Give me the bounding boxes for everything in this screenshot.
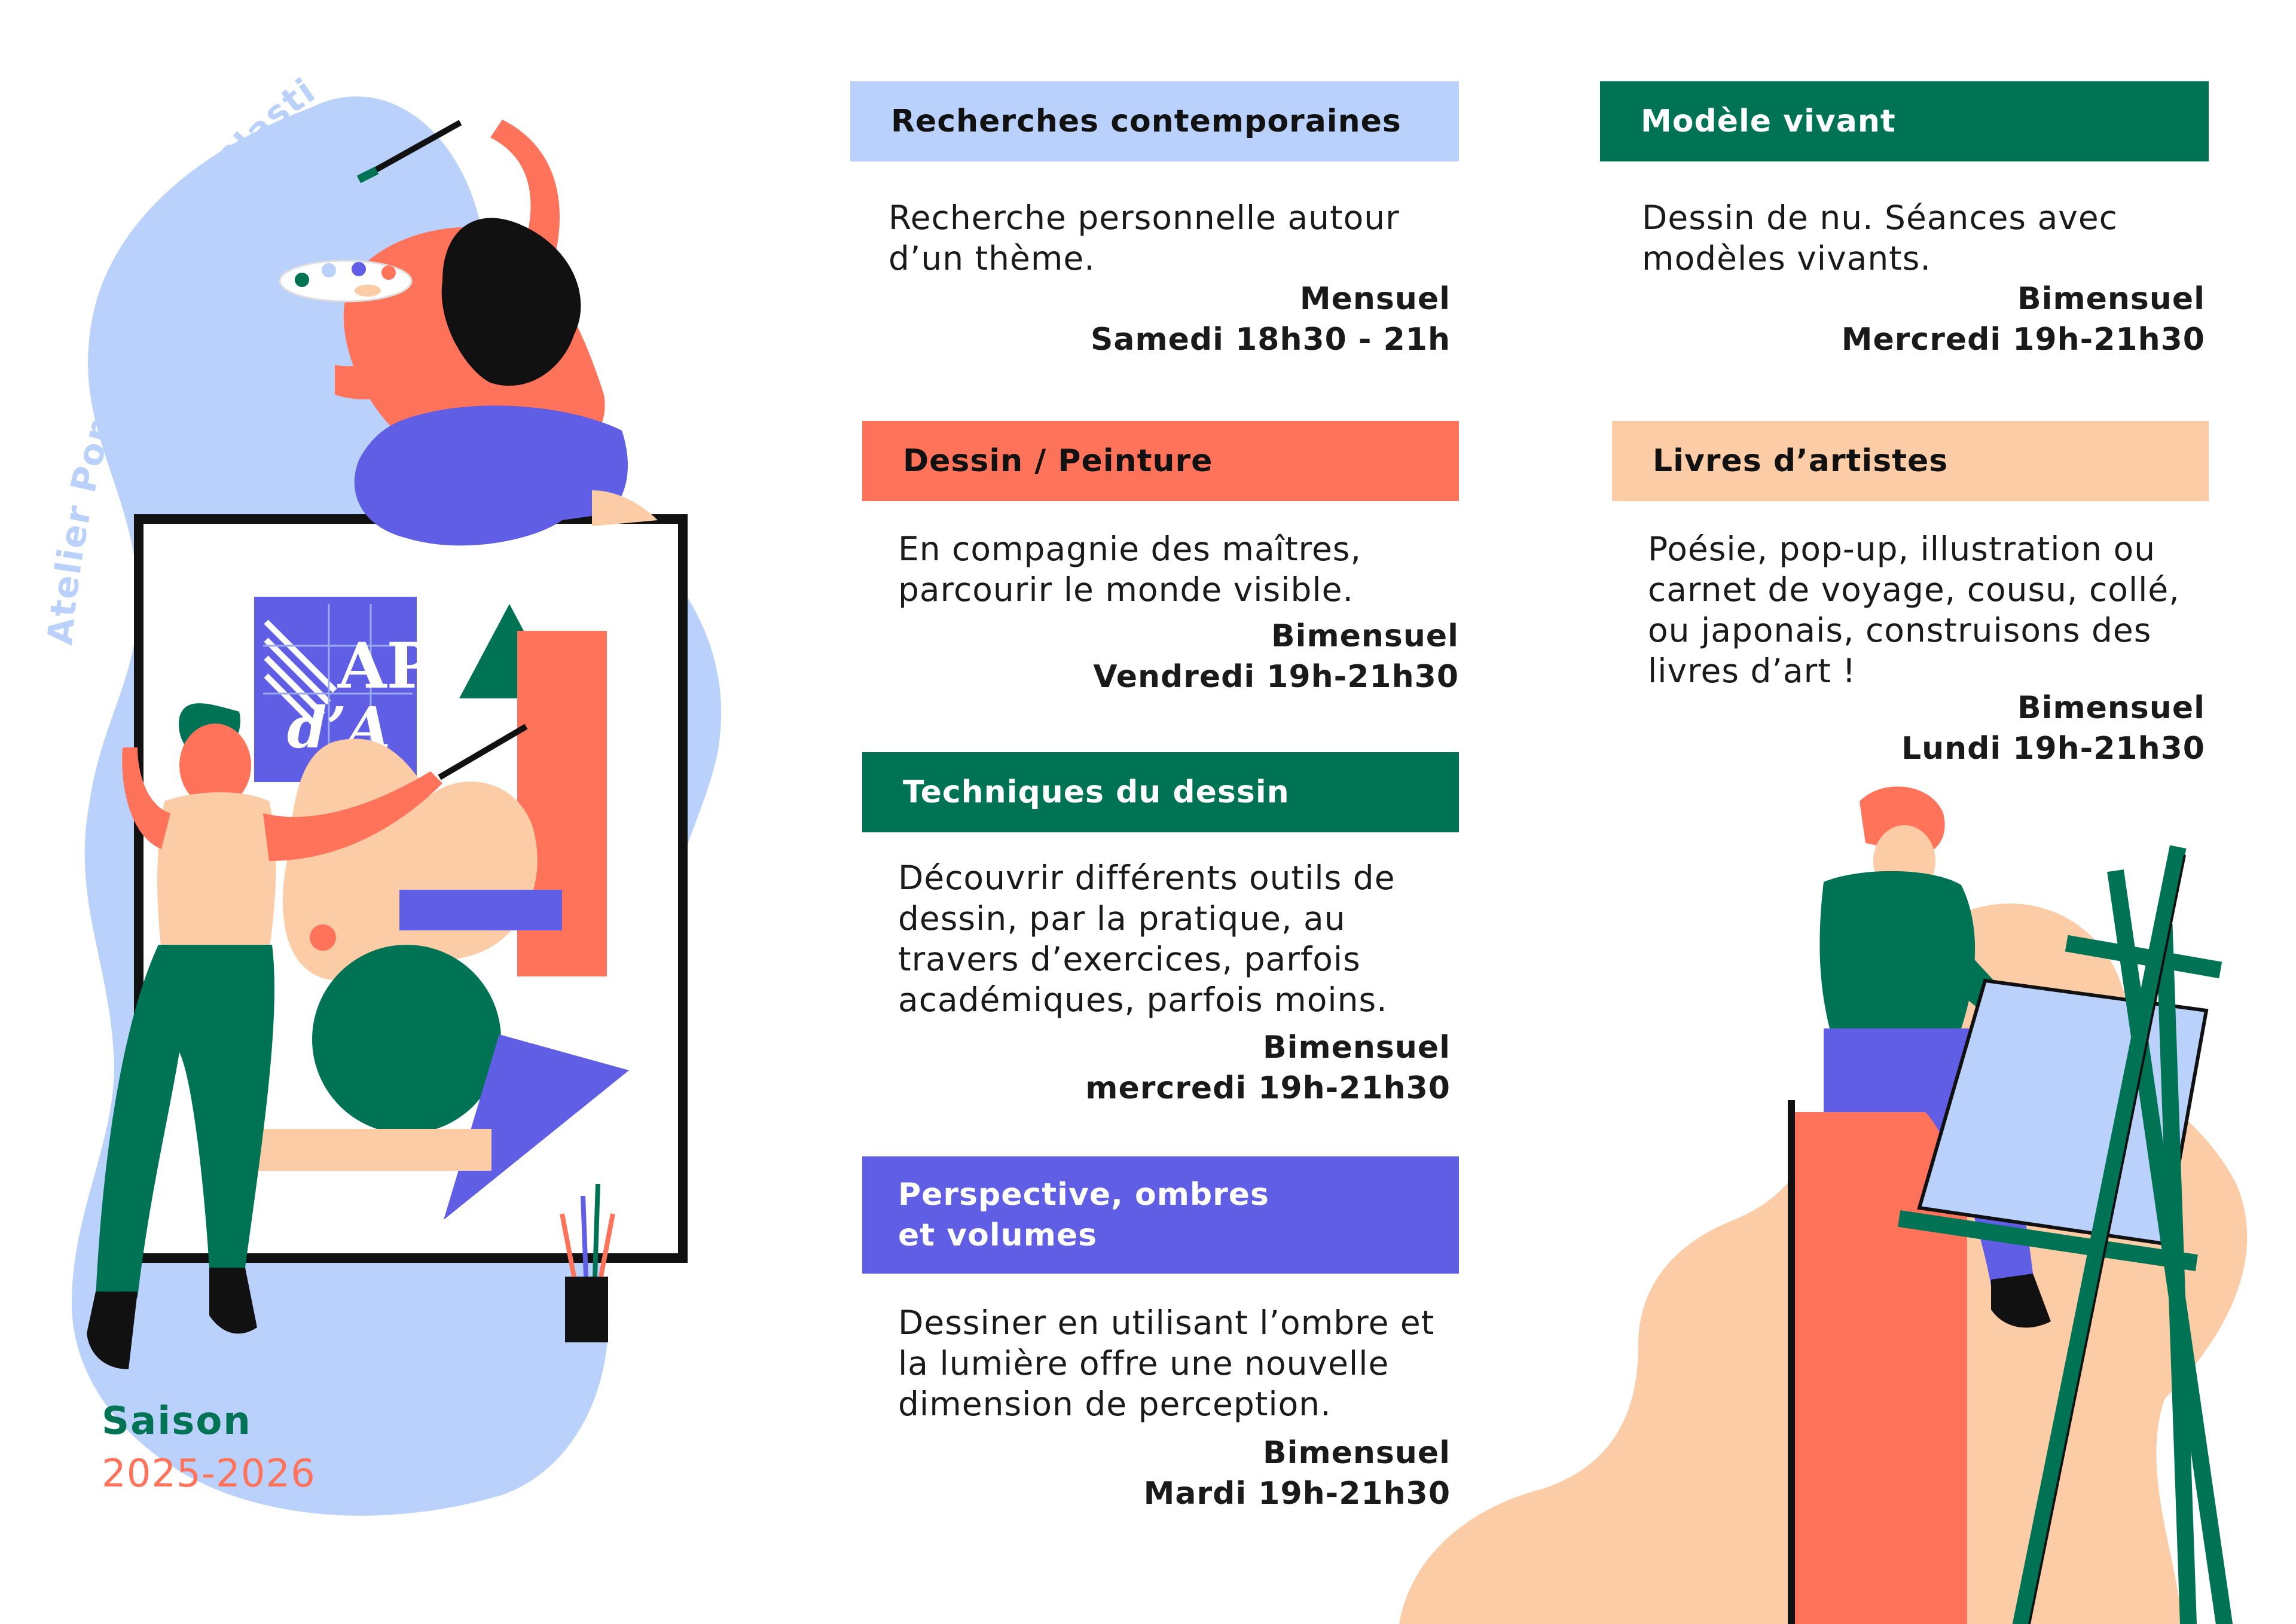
title-dessin-peinture: Dessin / Peinture xyxy=(903,443,1213,479)
frequency-perspective-ombres-volumes: Bimensuel xyxy=(1263,1435,1451,1471)
violet-triangle xyxy=(444,1034,629,1220)
man-arm-left xyxy=(122,747,170,849)
man-shirt xyxy=(157,792,276,951)
man-boot-left xyxy=(87,1292,138,1369)
man-boot-right xyxy=(209,1268,257,1334)
schedule-modele-vivant: Bimensuel Mercredi 19h-21h30 xyxy=(1842,279,2205,360)
painter-shirt xyxy=(1819,871,1976,1028)
time-livres-artistes: Lundi 19h-21h30 xyxy=(1901,731,2205,767)
woman-hair xyxy=(441,218,581,386)
saison-years: 2025-2026 xyxy=(102,1452,316,1496)
desc-modele-vivant: Dessin de nu. Séances avec modèles vivan… xyxy=(1642,199,2118,277)
desc-perspective-ombres-volumes: Dessiner en utilisant l’ombre et la lumi… xyxy=(898,1304,1435,1423)
schedule-perspective-ombres-volumes: Bimensuel Mardi 19h-21h30 xyxy=(1144,1433,1451,1514)
time-techniques-du-dessin: mercredi 19h-21h30 xyxy=(1085,1070,1451,1106)
easel-leg-front xyxy=(2012,845,2187,1624)
schedule-dessin-peinture: Bimensuel Vendredi 19h-21h30 xyxy=(1093,616,1459,697)
brush-pot xyxy=(565,1277,608,1342)
violet-bar xyxy=(399,890,562,930)
man-brush xyxy=(438,724,528,780)
time-recherches-contemporaines: Samedi 18h30 - 21h xyxy=(1090,322,1451,358)
title-livres-artistes: Livres d’artistes xyxy=(1653,443,1949,479)
man-arm-right xyxy=(263,771,442,861)
desc-techniques-du-dessin: Découvrir différents outils de dessin, p… xyxy=(898,859,1396,1019)
time-modele-vivant: Mercredi 19h-21h30 xyxy=(1841,322,2205,358)
header-dessin-peinture: Dessin / Peinture xyxy=(862,421,1459,501)
schedule-recherches-contemporaines: Mensuel Samedi 18h30 - 21h xyxy=(1091,279,1451,360)
saison-label: Saison xyxy=(102,1399,252,1443)
painter-shoe xyxy=(1991,1274,2051,1328)
time-dessin-peinture: Vendredi 19h-21h30 xyxy=(1093,659,1459,695)
logo-line1: AP xyxy=(337,628,433,703)
woman-foot xyxy=(592,490,658,526)
title-perspective-ombres-volumes: Perspective, ombres et volumes xyxy=(898,1177,1269,1253)
coral-dot xyxy=(310,924,336,951)
header-techniques-du-dessin: Techniques du dessin xyxy=(862,752,1459,832)
green-ball xyxy=(312,945,501,1134)
header-livres-artistes: Livres d’artistes xyxy=(1612,421,2209,501)
frequency-modele-vivant: Bimensuel xyxy=(2017,281,2205,317)
peach-bar xyxy=(257,1129,491,1171)
man-trousers xyxy=(96,945,274,1298)
woman-arm-up xyxy=(490,120,560,251)
header-modele-vivant: Modèle vivant xyxy=(1600,81,2209,161)
desc-livres-artistes: Poésie, pop-up, illustration ou carnet d… xyxy=(1648,530,2180,690)
header-perspective-ombres-volumes: Perspective, ombres et volumes xyxy=(862,1156,1459,1274)
painters-illustration: AP d’A Atelier Populaire d’Arts Plastiqu… xyxy=(0,0,722,1516)
title-recherches-contemporaines: Recherches contemporaines xyxy=(891,103,1402,139)
frequency-recherches-contemporaines: Mensuel xyxy=(1299,281,1451,317)
schedule-livres-artistes: Bimensuel Lundi 19h-21h30 xyxy=(1901,688,2205,769)
title-modele-vivant: Modèle vivant xyxy=(1641,103,1896,139)
frequency-dessin-peinture: Bimensuel xyxy=(1271,618,1459,654)
frequency-techniques-du-dessin: Bimensuel xyxy=(1263,1030,1451,1066)
woman-legs xyxy=(354,405,628,546)
desc-recherches-contemporaines: Recherche personnelle autour d’un thème. xyxy=(889,199,1400,277)
desc-dessin-peinture: En compagnie des maîtres, parcourir le m… xyxy=(898,530,1361,609)
man-head xyxy=(179,724,251,807)
woman-arm-palette xyxy=(335,335,442,399)
header-recherches-contemporaines: Recherches contemporaines xyxy=(850,81,1459,161)
time-perspective-ombres-volumes: Mardi 19h-21h30 xyxy=(1143,1476,1451,1512)
schedule-techniques-du-dessin: Bimensuel mercredi 19h-21h30 xyxy=(1085,1027,1451,1109)
frequency-livres-artistes: Bimensuel xyxy=(2017,690,2205,726)
title-techniques-du-dessin: Techniques du dessin xyxy=(903,774,1290,810)
